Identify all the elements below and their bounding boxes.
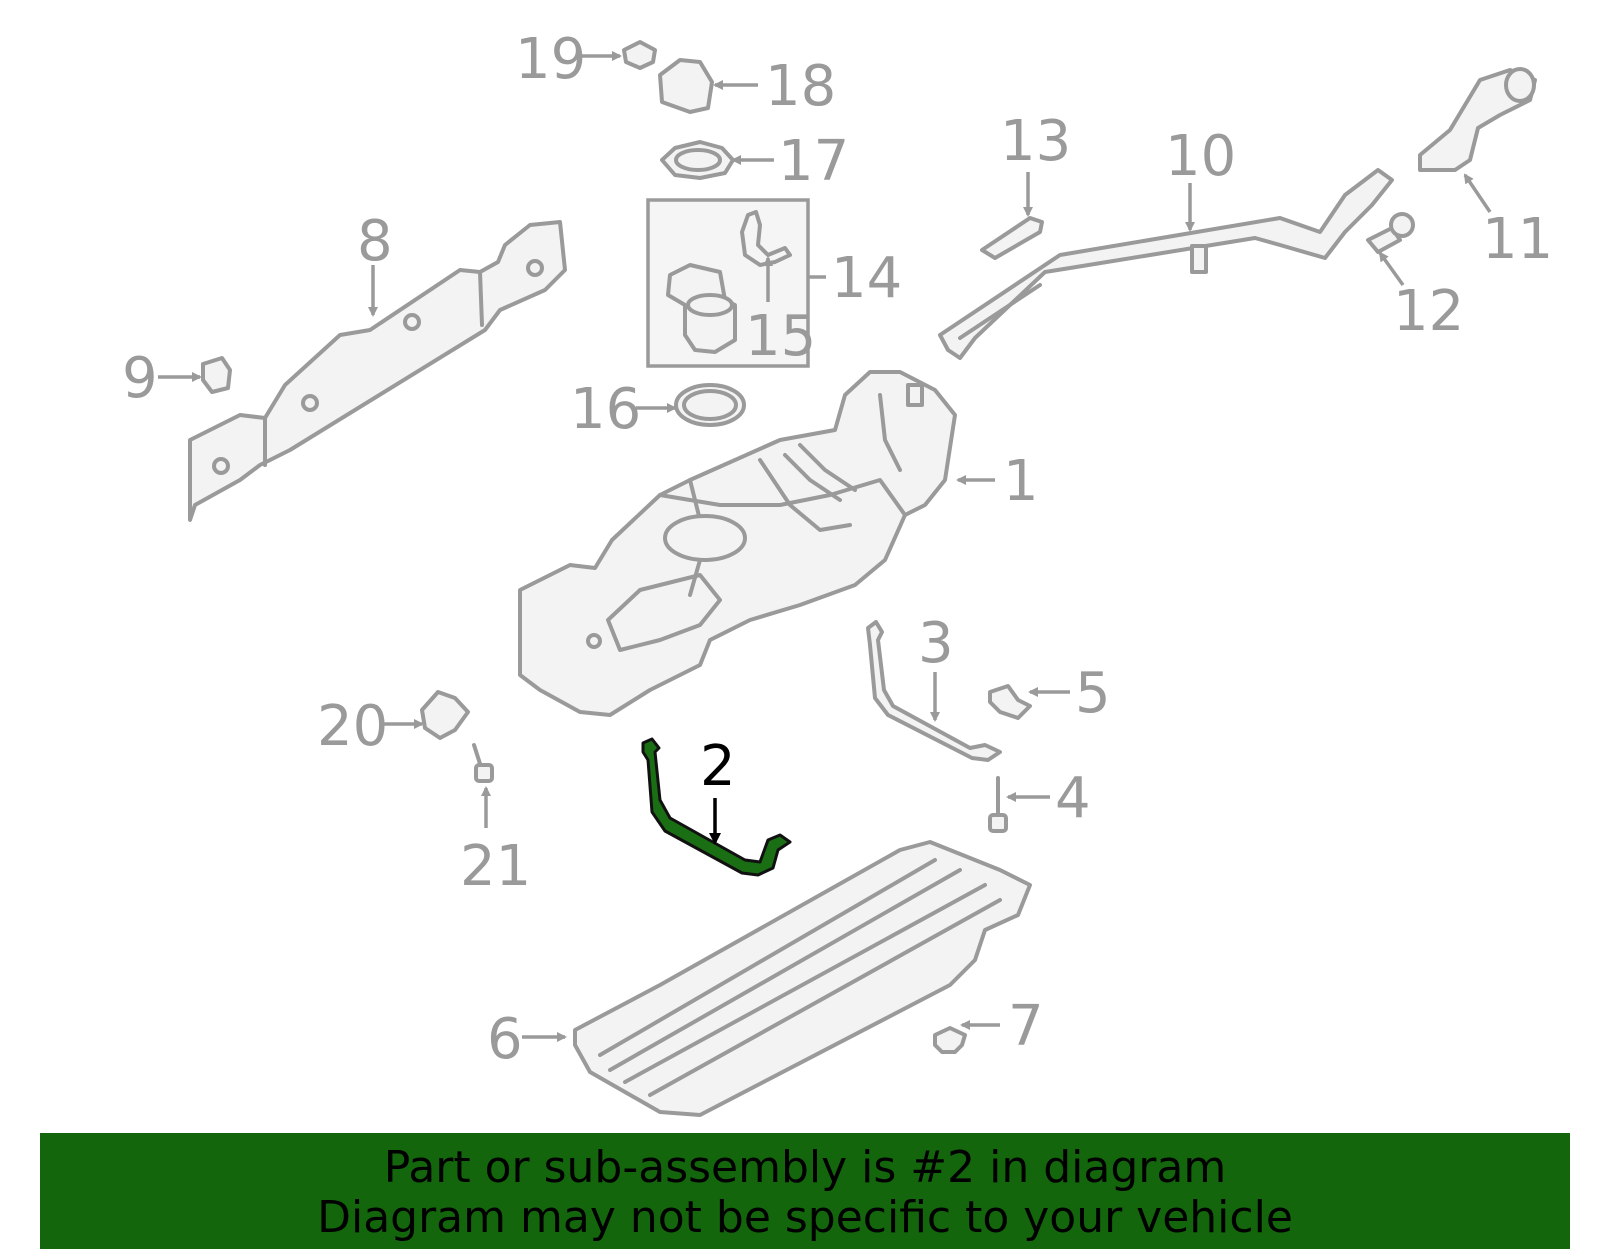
banner-line-2: Diagram may not be specific to your vehi… [317,1192,1293,1243]
part-18-cover[interactable] [658,58,714,114]
part-13-bracket[interactable] [980,216,1044,260]
callout-6: 6 [487,1007,523,1072]
callout-21: 21 [460,834,531,899]
part-14-fuel-pump-box[interactable] [646,198,826,368]
callout-15: 15 [745,304,816,369]
callout-7: 7 [1008,994,1044,1059]
part-11-filler-neck[interactable] [1418,67,1537,172]
part-6-shield[interactable] [573,840,1032,1117]
callout-16: 16 [570,377,641,442]
callout-17: 17 [778,129,849,194]
callout-19: 19 [515,27,586,92]
callout-3: 3 [918,611,954,676]
callout-labels: 1 2 3 4 5 6 7 8 9 10 11 12 13 14 15 16 1… [122,27,1553,1072]
callout-20: 20 [317,694,388,759]
callout-2: 2 [700,734,736,799]
leader-arrows [158,51,1492,1042]
part-21-bolt[interactable] [472,743,494,783]
callout-4: 4 [1055,766,1091,831]
callout-14: 14 [831,246,902,311]
part-9-clip-nut[interactable] [201,356,232,394]
part-1-fuel-tank[interactable] [518,370,957,717]
callout-12: 12 [1393,279,1464,344]
banner-line-1: Part or sub-assembly is #2 in diagram [383,1142,1227,1193]
part-19-nut[interactable] [622,40,657,70]
part-2-fuel-tank-strap[interactable] [641,737,792,877]
callout-10: 10 [1165,124,1236,189]
part-17-lock-ring[interactable] [660,140,735,180]
callout-9: 9 [122,346,158,411]
callout-5: 5 [1075,661,1111,726]
part-4-bolt[interactable] [988,776,1008,833]
callout-13: 13 [1000,109,1071,174]
part-20-bracket[interactable] [420,690,470,740]
part-10-filler-pipe[interactable] [938,168,1394,360]
part-3-fuel-tank-strap[interactable] [866,620,1002,762]
callout-1: 1 [1003,449,1039,514]
part-12-bolt[interactable] [1366,212,1415,254]
part-5-clip[interactable] [988,684,1032,720]
part-16-seal-ring[interactable] [674,383,746,427]
callout-18: 18 [765,54,836,119]
part-7-nut[interactable] [933,1026,967,1054]
callout-8: 8 [357,209,393,274]
part-8-heat-shield[interactable] [188,220,567,522]
callout-11: 11 [1482,207,1553,272]
info-banner: Part or sub-assembly is #2 in diagram Di… [40,1133,1570,1249]
